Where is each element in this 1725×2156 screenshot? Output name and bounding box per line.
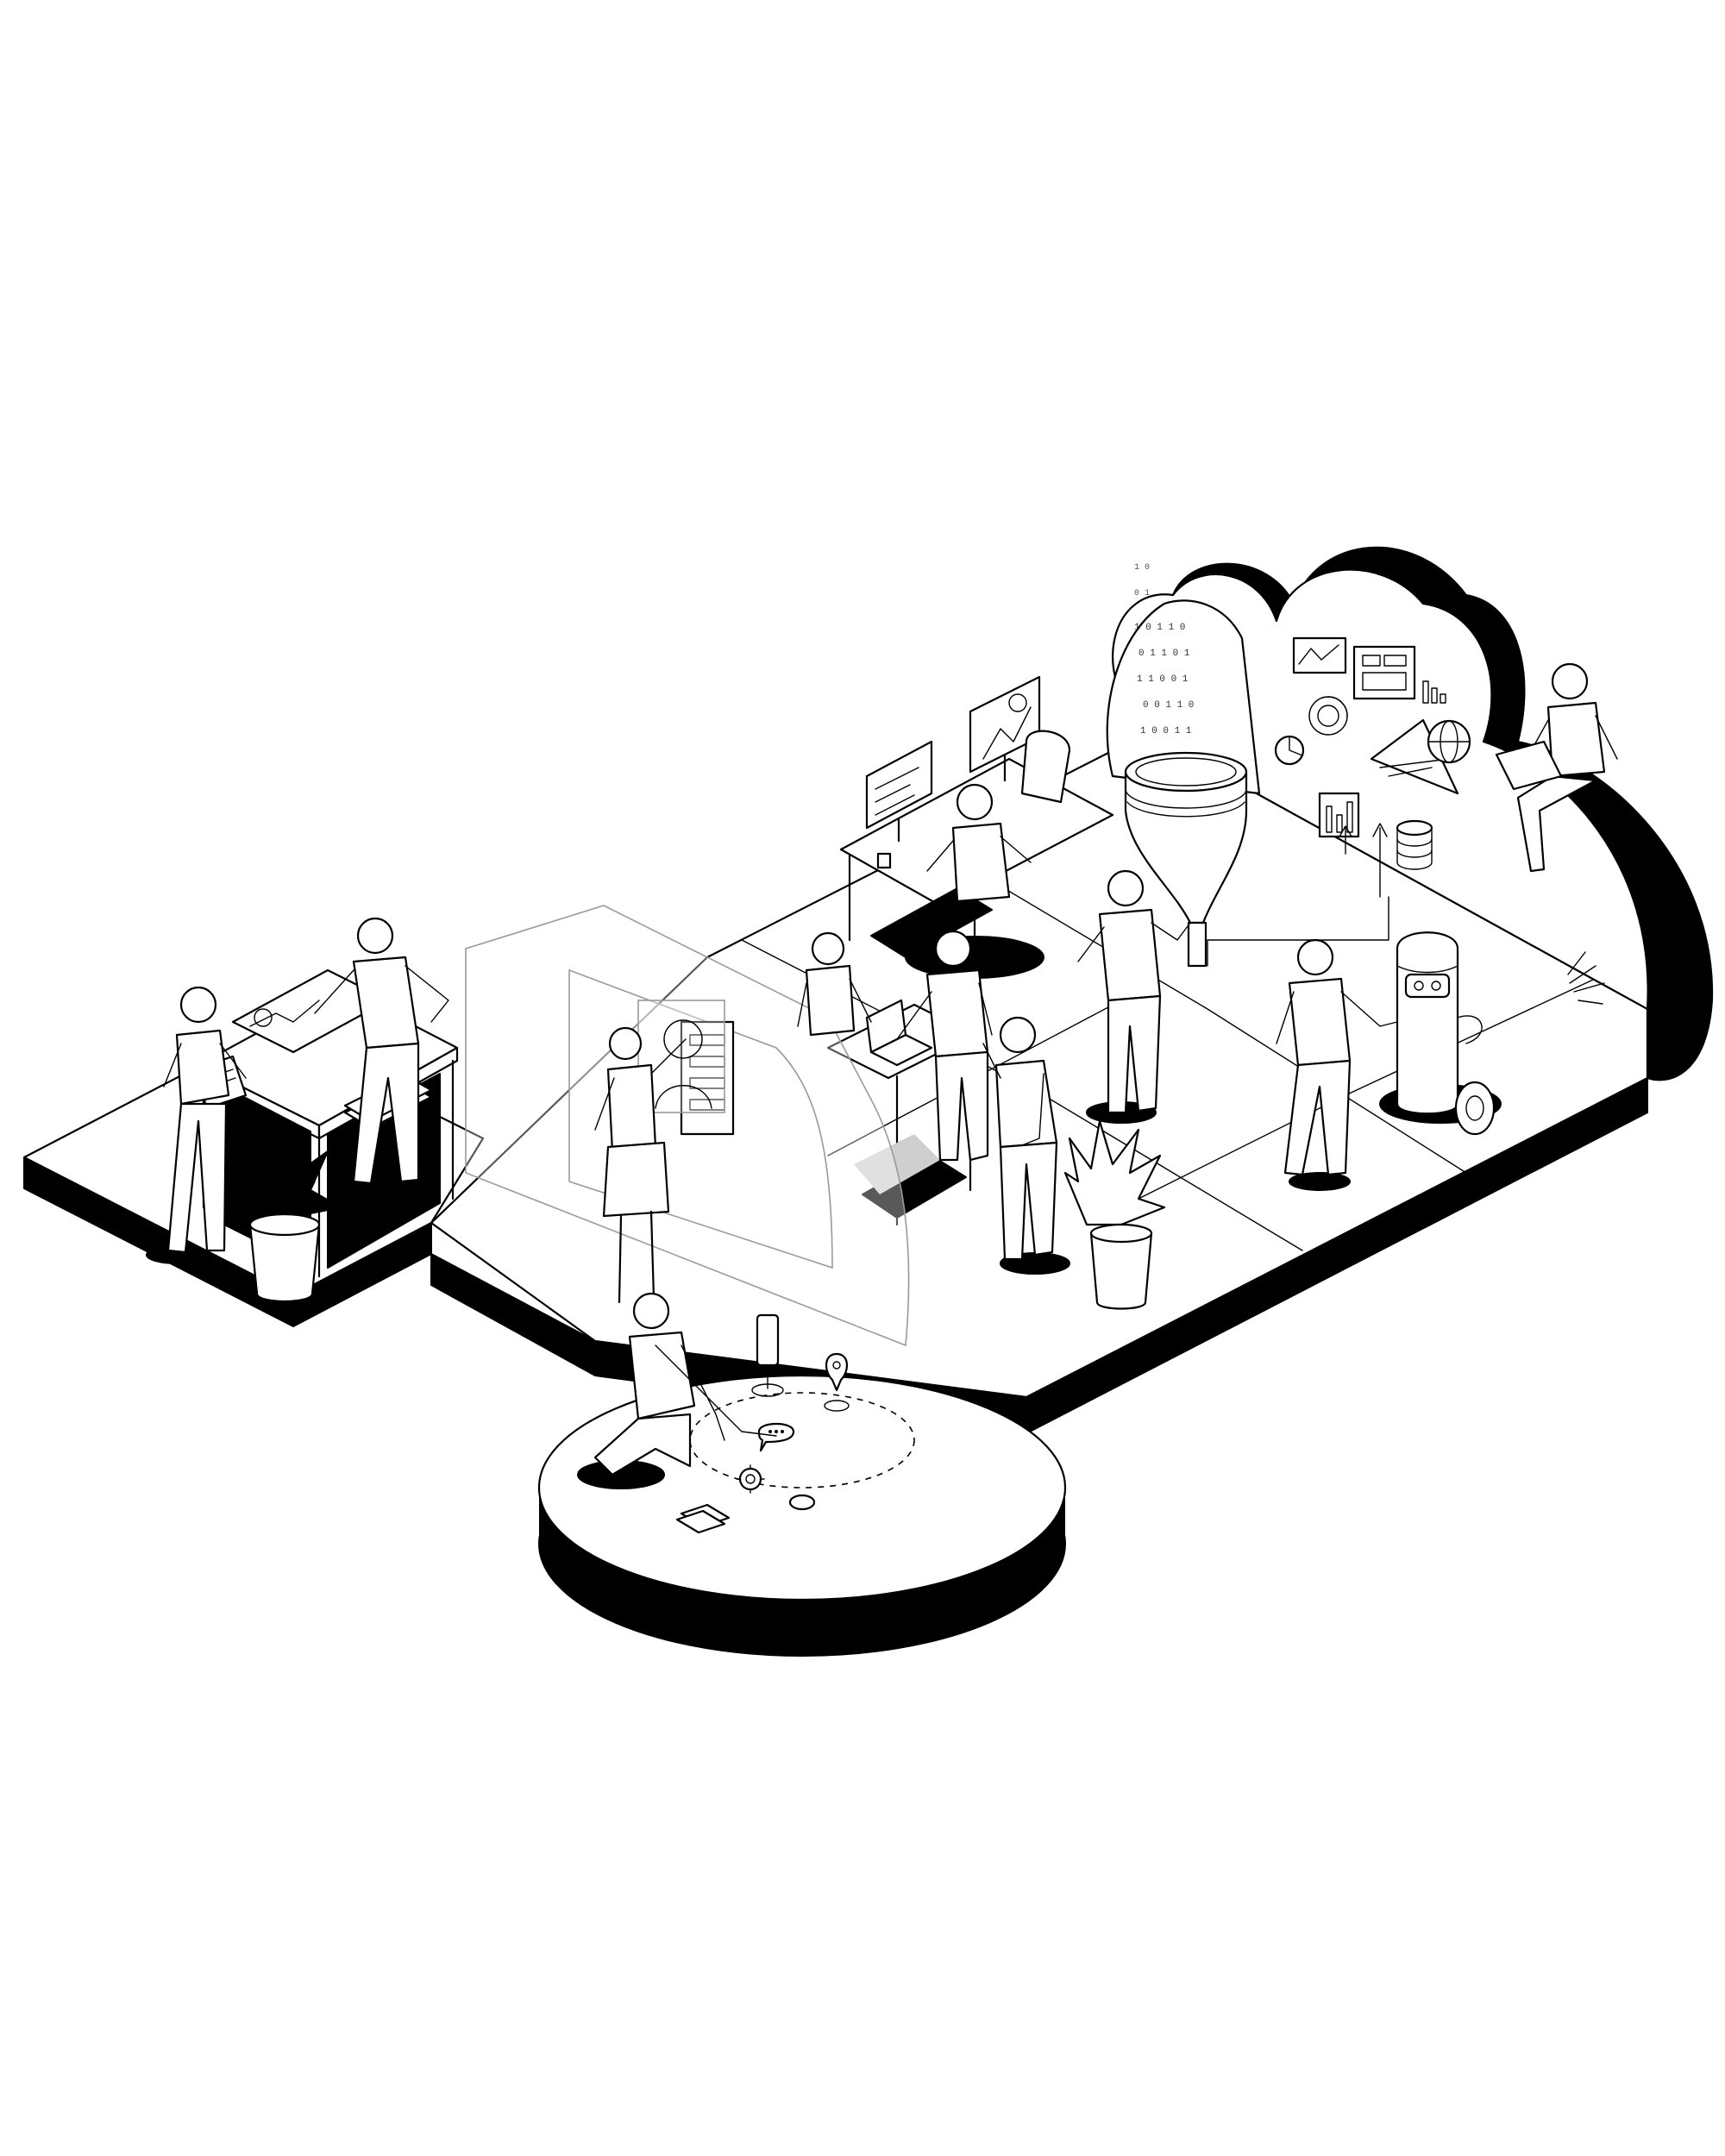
- svg-text:1 0 0 1 1: 1 0 0 1 1: [1140, 726, 1192, 736]
- node-circle-icon: [788, 1494, 816, 1511]
- route-ellipse: [689, 1392, 915, 1489]
- data-connector: [1207, 896, 1389, 967]
- binary-stream: 1 0 1 1 0 0 1 1 0 1 1 1 0 0 1 0 0 1 1 0 …: [1134, 563, 1194, 736]
- donut-chart-icon: [1308, 696, 1348, 736]
- bar-chart-icon: [1422, 680, 1446, 704]
- dashboard-icon: [1352, 645, 1416, 700]
- smartphone-icon: [751, 1313, 784, 1397]
- robot-zone: [1379, 931, 1502, 1136]
- plant-icon: [248, 1155, 321, 1303]
- data-stream-backdrop: [1106, 599, 1261, 795]
- pie-chart-icon: [1274, 735, 1305, 766]
- funnel-icon: [1124, 751, 1248, 968]
- person-screen-woman: [594, 1026, 687, 1304]
- person-laptop-woman: [797, 931, 872, 1037]
- monitor-icon: [865, 740, 933, 843]
- person-funnel-man: [1077, 869, 1191, 1124]
- person-cloud-sitter: [1495, 662, 1618, 873]
- person-walking-woman: [982, 1016, 1070, 1275]
- robot-icon: [1396, 931, 1496, 1136]
- svg-text:1 0 1 1 0: 1 0 1 1 0: [1134, 623, 1185, 633]
- person-seated-computer: [926, 730, 1071, 903]
- person-robot-man: [1276, 938, 1398, 1191]
- svg-text:1 1 0 0 1: 1 1 0 0 1: [1137, 674, 1189, 685]
- spiky-plant-shadow: [223, 1129, 342, 1217]
- person-laptop-man: [896, 930, 993, 1162]
- gear-icon: [736, 1464, 765, 1494]
- chat-bubble-icon: [757, 1422, 795, 1452]
- floor-seam-2: [931, 844, 1467, 1174]
- coffee-mug: [876, 852, 892, 869]
- line-chart-icon: [1292, 636, 1347, 674]
- person-planning-woman: [146, 986, 247, 1264]
- database-icon: [1396, 819, 1433, 870]
- papers-on-floor: [675, 1503, 731, 1534]
- hologram-screen-zone: [465, 905, 910, 1347]
- svg-text:0 0 1 1 0: 0 0 1 1 0: [1143, 700, 1194, 711]
- cloud-analytics-zone: [1207, 636, 1471, 967]
- svg-text:0 1 1 0 1: 0 1 1 0 1: [1138, 649, 1190, 659]
- growth-arrow-icon: [1339, 823, 1388, 898]
- laptop-icon: [865, 999, 933, 1067]
- glass-shadow: [854, 1134, 940, 1194]
- person-planning-man: [314, 917, 449, 1185]
- bar-chart-icon-2: [1318, 792, 1360, 838]
- people: [146, 662, 1618, 1489]
- plant-leaves: [1063, 1119, 1166, 1226]
- mapping-pedestal-zone: [675, 1313, 915, 1534]
- person-kneeling-man: [577, 1292, 777, 1489]
- svg-text:1 0: 1 0: [1134, 563, 1150, 573]
- plant-icon-main: [1063, 1119, 1166, 1310]
- cloud-hatch: [1567, 951, 1605, 1005]
- globe-icon: [1427, 719, 1471, 764]
- ui-wireframe-card: [680, 1020, 735, 1136]
- map-pin-icon: [824, 1352, 850, 1412]
- data-funnel-zone: 1 0 1 1 0 0 1 1 0 1 1 1 0 0 1 0 0 1 1 0 …: [1106, 563, 1261, 968]
- svg-text:0 1: 0 1: [1134, 589, 1150, 599]
- laptop-icon-cloud: [1495, 740, 1563, 791]
